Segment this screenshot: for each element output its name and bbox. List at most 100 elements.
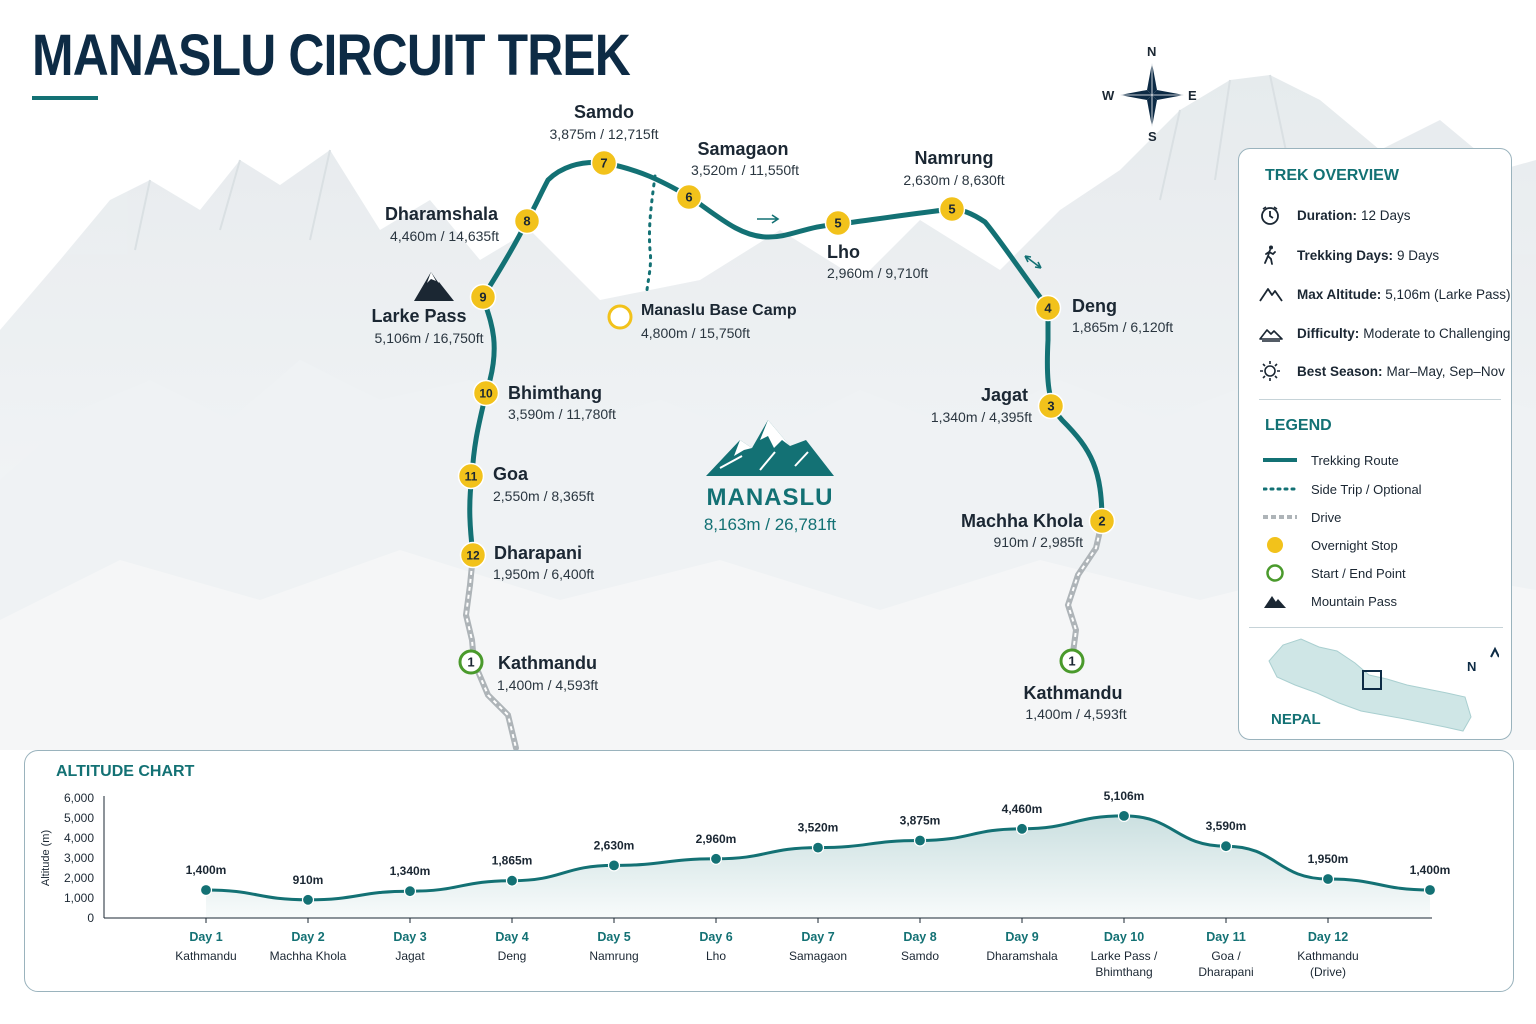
overview-label: Trekking Days: — [1297, 247, 1394, 263]
stop-name-machha-khola: Machha Khola — [960, 511, 1083, 531]
overview-value: 5,106m (Larke Pass) — [1385, 286, 1511, 302]
legend-item-mountain-pass: Mountain Pass — [1263, 591, 1397, 611]
stop-altitude-samdo: 3,875m / 12,715ft — [549, 126, 659, 142]
base-camp-marker[interactable] — [607, 304, 633, 330]
stop-altitude-machha-khola: 910m / 2,985ft — [993, 534, 1083, 550]
legend-item-side-trip: Side Trip / Optional — [1263, 479, 1422, 499]
stop-badge-number: 9 — [479, 290, 486, 305]
stop-altitude-kathmandu-end: 1,400m / 4,593ft — [497, 677, 599, 693]
solid-line-icon — [1263, 450, 1303, 470]
stop-badge-number: 8 — [523, 214, 530, 229]
dashed-line-icon — [1263, 507, 1303, 527]
peak-name: MANASLU — [706, 484, 834, 511]
overview-label: Duration: — [1297, 207, 1357, 223]
yellow-dot-icon — [1263, 535, 1303, 555]
dotted-line-icon — [1263, 479, 1303, 499]
side-trip-route — [645, 174, 657, 292]
altitude-chart-panel — [24, 750, 1514, 992]
stop-altitude-lho: 2,960m / 9,710ft — [827, 265, 929, 281]
legend-label: Overnight Stop — [1311, 537, 1398, 553]
compass-east-label: E — [1188, 88, 1197, 103]
overview-label: Max Altitude: — [1297, 286, 1382, 302]
panel-divider — [1249, 627, 1503, 628]
stop-altitude-goa: 2,550m / 8,365ft — [493, 488, 595, 504]
legend-label: Side Trip / Optional — [1311, 481, 1422, 497]
peak-icon — [1259, 283, 1285, 305]
stop-badge-number: 5 — [834, 216, 841, 231]
stop-altitude-deng: 1,865m / 6,120ft — [1072, 319, 1174, 335]
stop-altitude-namrung: 2,630m / 8,630ft — [903, 172, 1005, 188]
stop-badge-number: 4 — [1044, 301, 1052, 316]
stop-name-samagaon: Samagaon — [697, 139, 789, 159]
background-mountains — [0, 74, 1536, 750]
legend-label: Mountain Pass — [1311, 593, 1397, 609]
stop-altitude-kathmandu-start: 1,400m / 4,593ft — [1025, 706, 1127, 722]
legend-item-overnight-stop: Overnight Stop — [1263, 535, 1398, 555]
legend-label: Trekking Route — [1311, 452, 1399, 468]
stop-marker-samagaon[interactable]: 6 — [675, 183, 703, 211]
stop-marker-dharamshala[interactable]: 8 — [513, 207, 541, 235]
overview-label: Difficulty: — [1297, 325, 1360, 341]
stop-altitude-dharamshala: 4,460m / 14,635ft — [390, 228, 499, 244]
clock-icon — [1259, 204, 1285, 226]
compass-north-label: N — [1147, 44, 1157, 59]
info-panel: TREK OVERVIEW Duration: 12 Days Trekking… — [1238, 148, 1512, 740]
stop-altitude-bhimthang: 3,590m / 11,780ft — [508, 406, 616, 422]
side-trip-name: Manaslu Base Camp — [641, 302, 797, 319]
stop-name-goa: Goa — [493, 464, 529, 484]
stop-name-namrung: Namrung — [914, 148, 994, 168]
hiker-icon — [1259, 244, 1285, 266]
compass-south-label: S — [1148, 129, 1157, 144]
stop-marker-larke-pass[interactable]: 9 — [469, 283, 497, 311]
stop-marker-deng[interactable]: 4 — [1034, 294, 1062, 322]
stop-marker-lho[interactable]: 5 — [824, 209, 852, 237]
stop-name-kathmandu-start: Kathmandu — [1023, 683, 1123, 703]
terrain-icon — [1259, 322, 1285, 344]
stop-marker-dharapani[interactable]: 12 — [459, 541, 487, 569]
overview-value: Moderate to Challenging — [1363, 325, 1511, 341]
stop-marker-jagat[interactable]: 3 — [1037, 392, 1065, 420]
stop-badge-number: 1 — [467, 655, 474, 670]
overview-difficulty: Difficulty: Moderate to Challenging — [1259, 321, 1510, 345]
stop-altitude-larke-pass: 5,106m / 16,750ft — [374, 330, 484, 346]
page-title: MANASLU CIRCUIT TREK — [32, 23, 631, 88]
stop-marker-machha-khola[interactable]: 2 — [1088, 507, 1116, 535]
stop-name-bhimthang: Bhimthang — [508, 383, 602, 403]
stop-badge-number: 1 — [1068, 654, 1075, 669]
stop-badge-number: 10 — [479, 387, 493, 401]
stop-marker-kathmandu-end[interactable]: 1 — [458, 649, 484, 675]
stop-name-jagat: Jagat — [980, 385, 1028, 405]
stop-badge-number: 3 — [1047, 399, 1054, 414]
stop-name-lho: Lho — [827, 242, 860, 262]
overview-trekking-days: Trekking Days: 9 Days — [1259, 243, 1439, 267]
stop-marker-kathmandu-start[interactable]: 1 — [1059, 648, 1085, 674]
overview-max-altitude: Max Altitude: 5,106m (Larke Pass) — [1259, 282, 1511, 306]
green-ring-icon — [1263, 563, 1303, 583]
overview-best-season: Best Season: Mar–May, Sep–Nov — [1259, 359, 1505, 383]
inset-country-label: NEPAL — [1271, 711, 1321, 728]
stop-marker-goa[interactable]: 11 — [457, 462, 485, 490]
legend-item-start-end: Start / End Point — [1263, 563, 1406, 583]
panel-divider — [1259, 399, 1501, 400]
stop-badge-number: 7 — [600, 156, 607, 171]
stop-name-dharapani: Dharapani — [494, 543, 583, 563]
overview-heading: TREK OVERVIEW — [1265, 167, 1399, 184]
manaslu-peak-icon — [706, 420, 834, 476]
stop-name-larke-pass: Larke Pass — [371, 306, 467, 326]
compass-west-label: W — [1102, 88, 1115, 103]
title-underline — [32, 96, 98, 100]
chart-title: ALTITUDE CHART — [56, 763, 195, 780]
stop-badge-number: 12 — [466, 549, 480, 563]
inset-north-label: N — [1467, 659, 1477, 674]
mountain-icon — [1263, 591, 1303, 611]
overview-duration: Duration: 12 Days — [1259, 203, 1411, 227]
stop-marker-namrung[interactable]: 5 — [938, 195, 966, 223]
legend-heading: LEGEND — [1265, 417, 1332, 434]
stop-badge-number: 6 — [685, 190, 692, 205]
peak-altitude: 8,163m / 26,781ft — [703, 515, 837, 534]
stop-name-kathmandu-end: Kathmandu — [498, 653, 597, 673]
direction-arrow-icon — [757, 214, 1042, 269]
stop-marker-bhimthang[interactable]: 10 — [472, 379, 500, 407]
stop-marker-samdo[interactable]: 7 — [590, 149, 618, 177]
